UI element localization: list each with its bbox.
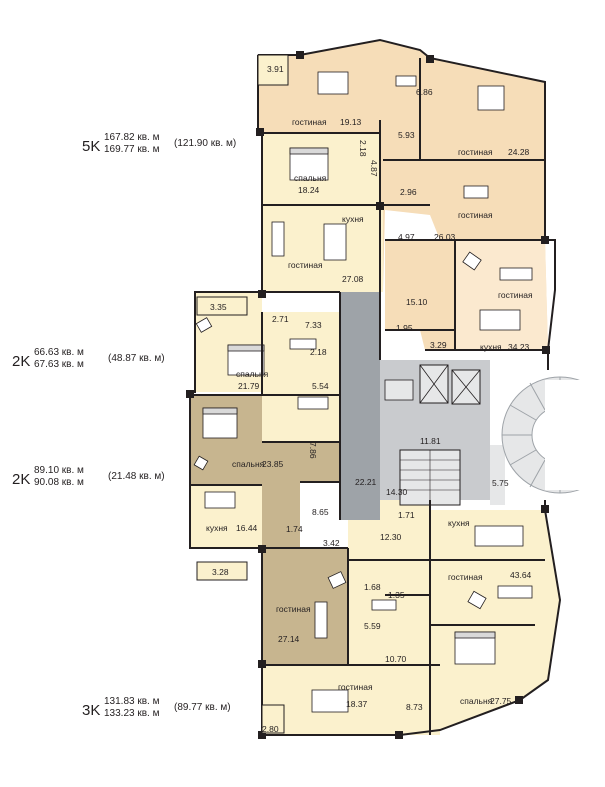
- room-area-4.87: 4.87: [369, 160, 379, 177]
- room-label-spalnya-18.24: спальня: [294, 173, 327, 183]
- apartment-living-area: (89.77 кв. м): [174, 702, 231, 713]
- apartment-5k-east-living: [455, 240, 548, 350]
- apartment-area-2: 169.77 кв. м: [104, 144, 160, 155]
- apartment-3k-lower: [262, 665, 440, 735]
- room-area-5.59: 5.59: [364, 621, 381, 631]
- apartment-area-2: 67.63 кв. м: [34, 359, 84, 370]
- room-area-7.33: 7.33: [305, 320, 322, 330]
- room-area-3.91: 3.91: [267, 64, 284, 74]
- apartment-type: 5K: [82, 138, 101, 155]
- room-area-18.24: 18.24: [298, 185, 320, 195]
- room-area-3.35: 3.35: [210, 302, 227, 312]
- room-area-27.14: 27.14: [278, 634, 300, 644]
- room-area-15.10: 15.10: [406, 297, 428, 307]
- room-area-14.30: 14.30: [386, 487, 408, 497]
- legend-2k-b: 2K 89.10 кв. м 90.08 кв. м (21.48 кв. м): [12, 463, 182, 493]
- room-area-2.80: 2.80: [262, 724, 279, 734]
- room-label-kitchen-34.23: кухня: [480, 342, 502, 352]
- room-area-22.21: 22.21: [355, 477, 377, 487]
- balconies: [196, 54, 289, 734]
- room-area-18.37: 18.37: [346, 699, 368, 709]
- room-area-1.95: 1.95: [396, 323, 413, 333]
- room-label-gostinaya-43.64: гостиная: [448, 572, 483, 582]
- core-corridor: [340, 292, 480, 520]
- room-label-gostinaya-27.14: гостиная: [276, 604, 311, 614]
- room-area-11.81: 11.81: [420, 436, 441, 446]
- room-area-2.96: 2.96: [400, 187, 417, 197]
- room-label-kitchen-43.64: кухня: [448, 518, 470, 528]
- room-area-2.71: 2.71: [272, 314, 289, 324]
- apartment-5k-kitchen-living: [262, 205, 383, 292]
- apartment-area-2: 90.08 кв. м: [34, 477, 84, 488]
- room-label-gostinaya-26.03: гостиная: [458, 210, 493, 220]
- room-area-1.68: 1.68: [364, 582, 381, 592]
- room-area-7.86: 7.86: [308, 442, 318, 459]
- room-area-21.79: 21.79: [238, 381, 260, 391]
- legend-3k: 3K 131.83 кв. м 133.23 кв. м (89.77 кв. …: [82, 694, 252, 724]
- room-area-16.44: 16.44: [236, 523, 258, 533]
- building-core: [340, 292, 505, 520]
- room-area-1.71: 1.71: [398, 510, 415, 520]
- room-area-1.74: 1.74: [286, 524, 303, 534]
- room-area-34.23: 34.23: [508, 342, 530, 352]
- legend-5k: 5K 167.82 кв. м 169.77 кв. м (121.90 кв.…: [82, 130, 252, 160]
- furniture: [193, 71, 533, 713]
- apartment-area-1: 66.63 кв. м: [34, 347, 84, 358]
- room-label-gostinaya-27.08: гостиная: [288, 260, 323, 270]
- room-label-spalnya-21.79: спальня: [236, 369, 269, 379]
- room-label-gostinaya-34.23: гостиная: [498, 290, 533, 300]
- room-area-5.54: 5.54: [312, 381, 329, 391]
- apartment-living-area: (121.90 кв. м): [174, 138, 237, 149]
- room-area-4.97: 4.97: [398, 232, 415, 242]
- room-area-1.35: 1.35: [388, 590, 405, 600]
- room-label-kitchen-16.44: кухня: [206, 523, 228, 533]
- apartment-area-1: 131.83 кв. м: [104, 696, 160, 707]
- apartment-type: 2K: [12, 353, 31, 370]
- room-area-8.73: 8.73: [406, 702, 423, 712]
- room-label-gostinaya-18.37: гостиная: [338, 682, 373, 692]
- pillars: [186, 51, 550, 739]
- room-area-10.70: 10.70: [385, 654, 407, 664]
- room-area-3.28: 3.28: [212, 567, 229, 577]
- room-area-6.86: 6.86: [416, 87, 433, 97]
- apartment-type: 3K: [82, 702, 101, 719]
- room-area-5.93: 5.93: [398, 130, 415, 140]
- room-area-3.42: 3.42: [323, 538, 340, 548]
- apartment-area-1: 167.82 кв. м: [104, 132, 160, 143]
- room-area-23.85: 23.85: [262, 459, 284, 469]
- apartment-living-area: (48.87 кв. м): [108, 353, 165, 364]
- room-area-8.65: 8.65: [312, 507, 329, 517]
- room-area-27.08: 27.08: [342, 274, 364, 284]
- room-area-2.18-b: 2.18: [310, 347, 327, 357]
- room-area-27.75: 27.75: [490, 696, 512, 706]
- apartment-area-2: 133.23 кв. м: [104, 708, 160, 719]
- room-label-spalnya-27.75: спальня: [460, 696, 493, 706]
- room-labels: 3.91 гостиная 19.13 6.86 5.93 2.18 гости…: [206, 64, 533, 734]
- room-area-5.75: 5.75: [492, 478, 509, 488]
- core-east: [490, 445, 505, 505]
- room-area-43.64: 43.64: [510, 570, 532, 580]
- apartment-area-1: 89.10 кв. м: [34, 465, 84, 476]
- shaft-small: [384, 379, 414, 401]
- room-area-2.18-a: 2.18: [358, 140, 368, 157]
- room-area-3.29: 3.29: [430, 340, 447, 350]
- room-area-19.13: 19.13: [340, 117, 362, 127]
- room-label-gostinaya-24.28: гостиная: [458, 147, 493, 157]
- room-label-kitchen-5k: кухня: [342, 214, 364, 224]
- room-label-gostinaya-19.13: гостиная: [292, 117, 327, 127]
- room-area-12.30: 12.30: [380, 532, 402, 542]
- room-area-24.28: 24.28: [508, 147, 530, 157]
- room-label-spalnya-23.85: спальня: [232, 459, 265, 469]
- legend-2k-a: 2K 66.63 кв. м 67.63 кв. м (48.87 кв. м): [12, 345, 182, 375]
- apartment-type: 2K: [12, 471, 31, 488]
- room-area-26.03: 26.03: [434, 232, 456, 242]
- apartment-living-area: (21.48 кв. м): [108, 471, 165, 482]
- atrium: [501, 376, 605, 494]
